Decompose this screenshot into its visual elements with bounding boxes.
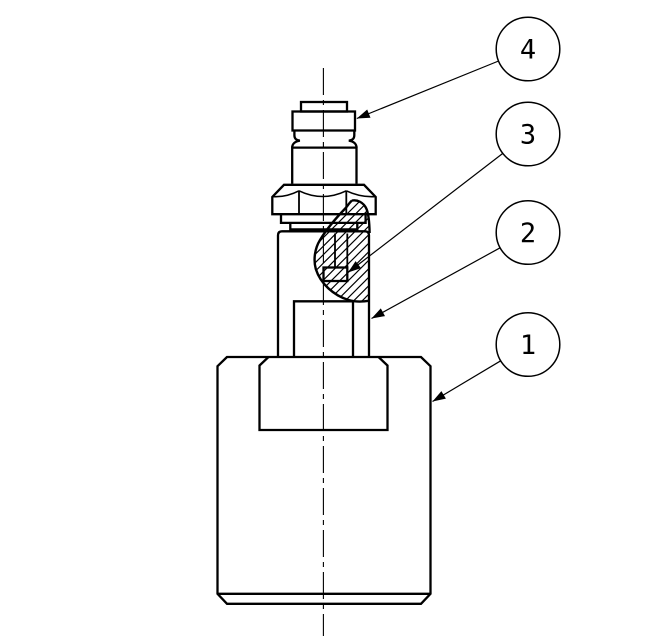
leader-line-2 — [371, 247, 501, 320]
balloon-number-2: 2 — [520, 218, 536, 249]
callout-leaders — [347, 60, 504, 403]
callout-balloon-2: 2 — [495, 199, 561, 266]
balloon-number-1: 1 — [520, 330, 536, 361]
hex-nut-outline — [271, 183, 377, 216]
leader-line-1 — [432, 360, 502, 403]
hex-nut-arc-right — [345, 190, 376, 198]
callout-balloon-3: 3 — [495, 101, 561, 167]
balloon-circle-2 — [495, 199, 561, 266]
balloon-circle-3 — [495, 101, 561, 167]
leader-line-3 — [347, 152, 504, 273]
hex-nut — [271, 183, 377, 216]
fitting-neck-left — [291, 130, 301, 148]
balloon-number-4: 4 — [520, 35, 536, 66]
balloon-circle-1 — [495, 311, 561, 378]
breakout-section — [313, 199, 371, 303]
leader-line-4 — [356, 60, 499, 120]
fitting-barrel — [291, 146, 358, 184]
balloon-circle-4 — [495, 16, 561, 82]
inner-plug — [322, 266, 349, 283]
top-fitting — [291, 100, 358, 184]
arrowhead-3 — [348, 261, 361, 273]
arrowhead-2 — [371, 308, 385, 319]
section-hatching — [314, 200, 370, 302]
balloon-number-3: 3 — [520, 120, 536, 151]
fitting-cap — [299, 100, 349, 113]
lower-body — [216, 355, 432, 605]
callout-balloon-1: 1 — [495, 311, 561, 378]
breakout-curve — [313, 199, 371, 303]
hex-nut-arc-left — [272, 190, 300, 198]
fitting-neck-right — [348, 130, 358, 148]
callout-balloon-4: 4 — [495, 16, 561, 82]
arrowhead-4 — [356, 109, 371, 119]
hex-nut-arc-center — [298, 190, 347, 198]
arrowhead-1 — [432, 391, 446, 402]
lower-body-outline — [216, 355, 432, 605]
